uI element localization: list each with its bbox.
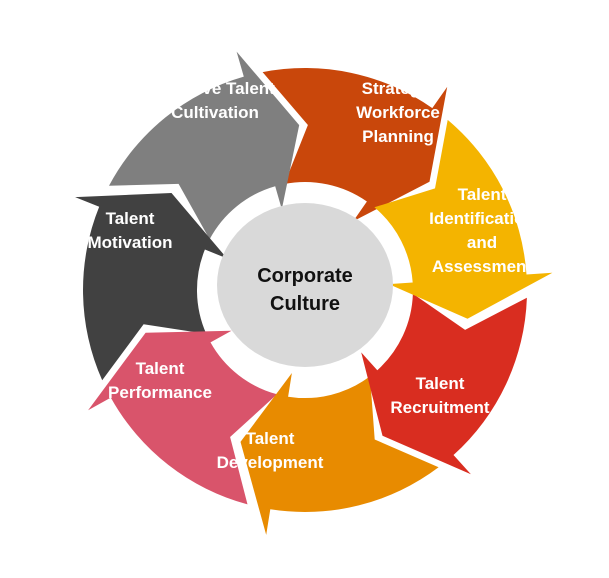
segment-arrow <box>374 119 553 319</box>
segment-arrow <box>262 68 448 222</box>
segment-arrow <box>240 373 439 535</box>
segment-arrow <box>361 293 527 475</box>
segment-arrow <box>75 193 228 381</box>
center-circle <box>217 203 393 367</box>
segment-arrow <box>109 51 300 240</box>
segment-arrow <box>88 330 277 505</box>
